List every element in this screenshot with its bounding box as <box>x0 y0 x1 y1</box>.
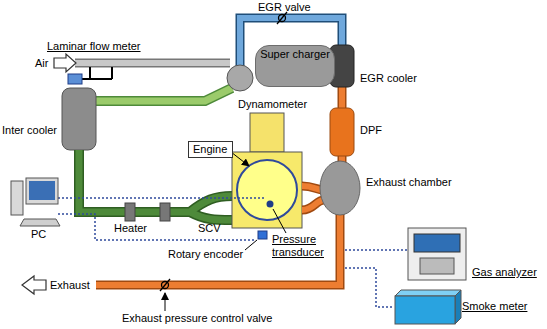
encoder-label: Rotary encoder <box>168 248 243 261</box>
flow-meter-label: Laminar flow meter <box>47 40 141 53</box>
gas-analyzer-label: Gas analyzer <box>472 266 537 279</box>
dpf-label: DPF <box>360 124 382 137</box>
node-text: Super charger <box>256 48 334 61</box>
egr-cooler-label: EGR cooler <box>360 72 417 85</box>
smoke-meter-label: Smoke meter <box>462 300 527 313</box>
valve-label: Exhaust pressure control valve <box>122 312 272 325</box>
valve-label: EGR valve <box>258 1 311 14</box>
supercharger-box: Super charger <box>255 45 335 87</box>
transducer-label: Pressure transducer <box>272 233 332 259</box>
scv-label: SCV <box>198 222 221 235</box>
dynamometer-label: Dynamometer <box>238 98 307 111</box>
air-label: Air <box>35 57 48 70</box>
pc-label: PC <box>31 228 46 241</box>
engine-label-box: Engine <box>188 141 233 158</box>
heater-label: Heater <box>114 222 147 235</box>
exhaust-chamber-label: Exhaust chamber <box>366 176 452 189</box>
node-text: Engine <box>193 143 228 156</box>
exhaust-label: Exhaust <box>50 279 90 292</box>
intercooler-label: Inter cooler <box>2 124 57 137</box>
